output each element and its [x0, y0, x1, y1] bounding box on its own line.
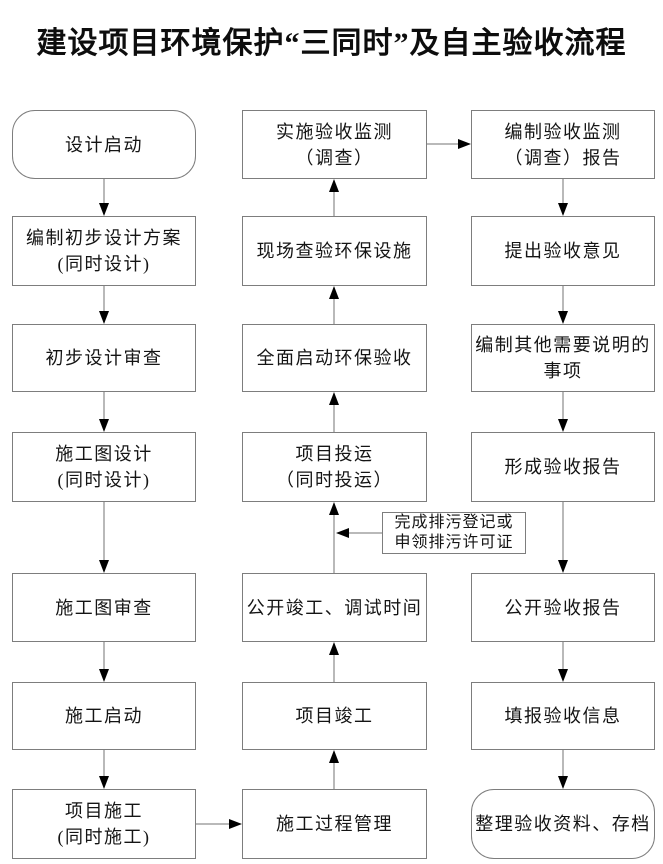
node-archive-acceptance-materials: 整理验收资料、存档: [471, 789, 655, 859]
node-acceptance-monitoring: 实施验收监测 （调查）: [242, 110, 427, 179]
node-preliminary-design-plan: 编制初步设计方案 (同时设计): [12, 216, 196, 286]
node-site-inspection-env-facilities: 现场查验环保设施: [242, 216, 427, 286]
node-fill-acceptance-info: 填报验收信息: [471, 682, 655, 750]
node-construction-process-management: 施工过程管理: [242, 789, 427, 859]
node-form-acceptance-report: 形成验收报告: [471, 432, 655, 502]
node-acceptance-opinions: 提出验收意见: [471, 216, 655, 286]
node-project-operation: 项目投运 （同时投运）: [242, 432, 427, 502]
node-construction-drawing-design: 施工图设计 (同时设计): [12, 432, 196, 502]
node-acceptance-monitoring-report: 编制验收监测 （调查）报告: [471, 110, 655, 179]
page-title: 建设项目环境保护“三同时”及自主验收流程: [36, 27, 627, 60]
note-pollution-discharge-permit: 完成排污登记或 申领排污许可证: [382, 512, 526, 554]
node-publicize-completion-debug-time: 公开竣工、调试时间: [242, 573, 427, 642]
node-preliminary-design-review: 初步设计审查: [12, 324, 196, 392]
node-design-start: 设计启动: [12, 110, 196, 179]
node-other-items-explanation: 编制其他需要说明的 事项: [471, 324, 655, 392]
node-construction-drawing-review: 施工图审查: [12, 573, 196, 642]
node-launch-env-acceptance: 全面启动环保验收: [242, 324, 427, 392]
node-project-completion: 项目竣工: [242, 682, 427, 750]
node-project-construction: 项目施工 (同时施工): [12, 789, 196, 859]
node-publicize-acceptance-report: 公开验收报告: [471, 573, 655, 642]
node-construction-start: 施工启动: [12, 682, 196, 750]
